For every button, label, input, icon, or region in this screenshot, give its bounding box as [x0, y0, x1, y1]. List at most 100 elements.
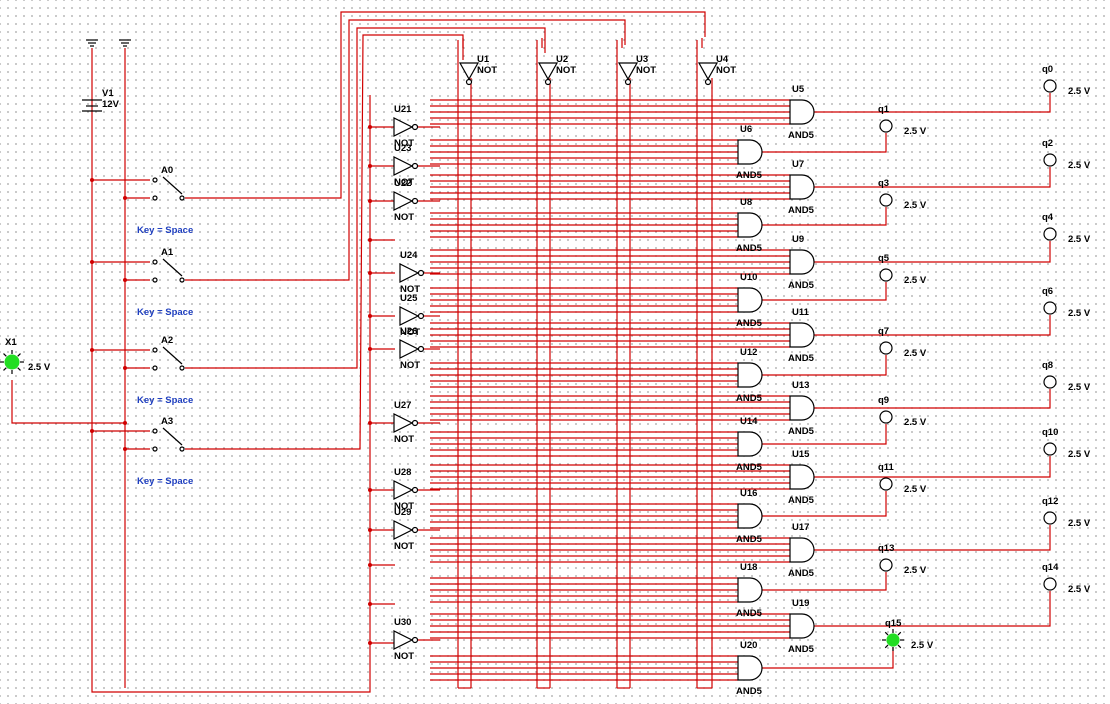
- probe-ref: q10: [1042, 427, 1058, 438]
- probe-value: 2.5 V: [1068, 449, 1091, 460]
- wire: [814, 591, 1051, 627]
- not-bubble: [417, 345, 425, 353]
- wire: [762, 572, 887, 591]
- and-ref: U17: [792, 522, 809, 533]
- probe-lamp-off: [879, 193, 893, 207]
- and-ref: U14: [740, 416, 758, 427]
- probe-ref: q6: [1042, 286, 1053, 297]
- and-body: [737, 577, 763, 603]
- probe-ref: q11: [878, 462, 895, 473]
- probe-ref: q4: [1042, 212, 1054, 223]
- symbol-line: [162, 346, 183, 365]
- output-probe-q10: q10 2.5 V: [1042, 427, 1091, 460]
- not-triangle: [399, 339, 420, 359]
- and-ref: U6: [740, 124, 752, 135]
- probe-lamp-off: [879, 477, 893, 491]
- switch-terminal: [152, 446, 158, 452]
- symbol-line: [3, 367, 7, 371]
- inverter-type: NOT: [716, 65, 736, 76]
- wire: [185, 19, 626, 281]
- probe-value: 2.5 V: [904, 417, 927, 428]
- output-probe-q8: q82.5 V: [1042, 360, 1091, 393]
- not-bubble: [411, 123, 419, 131]
- inverter-ref: U22: [394, 178, 411, 189]
- inverter-ref: U24: [400, 250, 418, 261]
- not-triangle: [393, 480, 414, 500]
- inverter-type: NOT: [394, 177, 414, 188]
- and-type: AND5: [788, 205, 815, 216]
- and-ref: U7: [792, 159, 804, 170]
- and-type: AND5: [788, 280, 815, 291]
- and-body: [789, 322, 815, 348]
- and-type: AND5: [736, 462, 763, 473]
- output-probe-q4: q42.5 V: [1042, 212, 1091, 245]
- not-bubble: [544, 78, 552, 86]
- not-triangle: [537, 62, 559, 81]
- and-ref: U11: [792, 307, 810, 318]
- not-triangle: [393, 413, 414, 433]
- switch-ref: A3: [161, 416, 173, 427]
- and-body: [789, 174, 815, 200]
- source-ref: V1: [102, 88, 114, 99]
- inverter-type: NOT: [394, 651, 414, 662]
- switch-terminal: [152, 365, 158, 371]
- inverter-type: NOT: [394, 212, 414, 223]
- and-body: [737, 362, 763, 388]
- inverter-ref: U21: [394, 104, 412, 115]
- output-probe-q1: q12.5 V: [878, 104, 927, 137]
- switch-terminal: [152, 428, 158, 434]
- and-ref: U12: [740, 347, 757, 358]
- and-body: [737, 503, 763, 529]
- symbol-line: [162, 427, 183, 446]
- not-triangle: [393, 630, 414, 650]
- and-ref: U20: [740, 640, 757, 651]
- output-probe-q9: q92.5 V: [878, 395, 927, 428]
- wire: [762, 355, 887, 376]
- and-body: [789, 464, 815, 490]
- not-bubble: [624, 78, 632, 86]
- and-type: AND5: [736, 243, 763, 254]
- indicator-lamp-on: [4, 354, 20, 370]
- and-body: [789, 249, 815, 275]
- junction: [90, 260, 94, 264]
- and-ref: U8: [740, 197, 752, 208]
- and-type: AND5: [788, 644, 815, 655]
- output-probe-q3: q32.5 V: [878, 178, 927, 211]
- switch-terminal: [179, 365, 185, 371]
- wire: [814, 456, 1051, 478]
- and-type: AND5: [788, 495, 815, 506]
- switch-terminal: [152, 195, 158, 201]
- probe-value: 2.5 V: [904, 348, 927, 359]
- wire: [185, 27, 546, 369]
- probe-ref: q7: [878, 326, 889, 337]
- switch-terminal: [179, 195, 185, 201]
- wire: [91, 48, 371, 693]
- wire: [814, 389, 1051, 409]
- probe-lamp-off: [879, 268, 893, 282]
- inverter-type: NOT: [400, 327, 420, 338]
- inverter-ref: U2: [556, 54, 568, 65]
- switch-terminal: [152, 259, 158, 265]
- not-triangle: [697, 62, 719, 81]
- probe-lamp-off: [879, 341, 893, 355]
- inverter-ref: U1: [477, 54, 490, 65]
- junction: [368, 563, 372, 567]
- not-triangle: [399, 263, 420, 283]
- probe-ref: q8: [1042, 360, 1053, 371]
- indicator-x1: X12.5 V: [0, 337, 51, 374]
- probe-lamp-off: [879, 119, 893, 133]
- and-ref: U16: [740, 488, 757, 499]
